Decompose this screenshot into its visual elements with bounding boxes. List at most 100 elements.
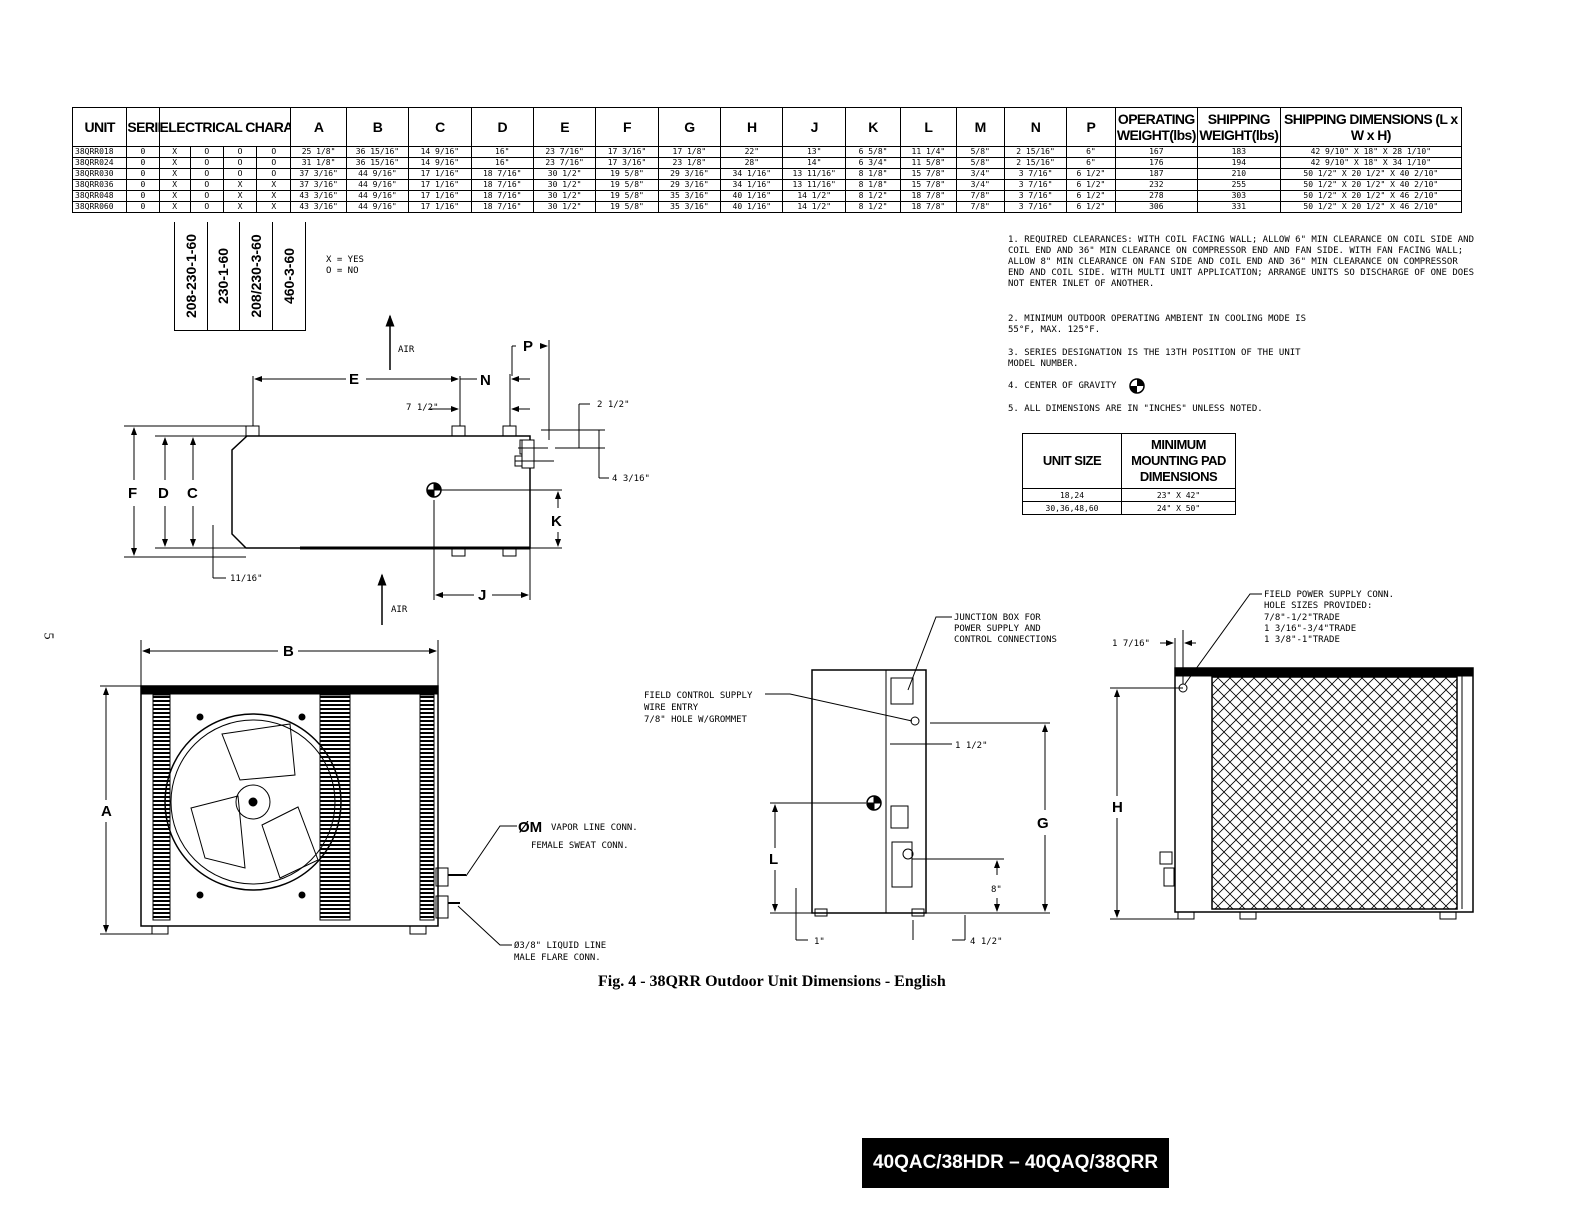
col-header: C bbox=[408, 107, 472, 147]
dim-letter: A bbox=[101, 803, 112, 820]
note-5: 5. ALL DIMENSIONS ARE IN "INCHES" UNLESS… bbox=[1008, 404, 1263, 414]
field-power-label: 1 3/8"-1"TRADE bbox=[1264, 635, 1340, 645]
dim-label: 4 1/2" bbox=[970, 937, 1003, 947]
pad-dim-cell: 24" X 50" bbox=[1121, 501, 1236, 515]
side-view bbox=[765, 616, 1050, 941]
dim-letter: D bbox=[158, 485, 169, 502]
dim-letter: C bbox=[187, 485, 198, 502]
air-label: AIR bbox=[391, 605, 408, 615]
table-cell: 18 7/8" bbox=[900, 201, 957, 213]
electrical-option: 230-1-60 bbox=[207, 222, 240, 331]
dim-label: 2 1/2" bbox=[597, 400, 630, 410]
col-header: SHIPPING DIMENSIONS (L x W x H) bbox=[1279, 107, 1463, 147]
col-header: B bbox=[345, 107, 410, 147]
dim-letter: L bbox=[769, 851, 778, 868]
col-header: A bbox=[290, 107, 347, 147]
note-2: 2. MINIMUM OUTDOOR OPERATING AMBIENT IN … bbox=[1008, 314, 1307, 335]
table-cell: 30 1/2" bbox=[532, 201, 597, 213]
table-cell: 8 1/2" bbox=[844, 201, 902, 213]
vapor-line-label: VAPOR LINE CONN. bbox=[551, 823, 638, 833]
dim-letter: ØM bbox=[518, 819, 542, 836]
table-cell: 306 bbox=[1114, 201, 1199, 213]
dim-letter: J bbox=[478, 587, 486, 604]
field-power-label: 7/8"-1/2"TRADE bbox=[1264, 613, 1340, 623]
table-cell: 7/8" bbox=[955, 201, 1005, 213]
note-3: 3. SERIES DESIGNATION IS THE 13TH POSITI… bbox=[1008, 348, 1301, 369]
table-cell: 19 5/8" bbox=[595, 201, 659, 213]
dim-letter: B bbox=[283, 643, 294, 660]
dim-label: 8" bbox=[991, 885, 1002, 895]
table-cell: 50 1/2" X 20 1/2" X 46 2/10" bbox=[1279, 201, 1463, 213]
table-cell: 38QRR060 bbox=[71, 201, 128, 213]
col-header: SHIPPING WEIGHT(lbs) bbox=[1197, 107, 1281, 147]
mounting-pad-table: UNIT SIZE MINIMUM MOUNTING PAD DIMENSION… bbox=[1022, 433, 1236, 515]
table-cell: 6 1/2" bbox=[1066, 201, 1116, 213]
table-cell: X bbox=[256, 179, 292, 191]
col-header: P bbox=[1066, 107, 1116, 147]
dim-label: 7 1/2" bbox=[406, 403, 439, 413]
table-cell: 3 7/16" bbox=[1003, 201, 1068, 213]
table-header-row: UNIT SERIES ELECTRICAL CHARACTERISTICS A… bbox=[71, 107, 1463, 147]
rear-view bbox=[1110, 593, 1474, 920]
dim-label: 1 1/2" bbox=[955, 741, 988, 751]
note-4: 4. CENTER OF GRAVITY bbox=[1008, 381, 1117, 391]
liquid-line-label: MALE FLARE CONN. bbox=[514, 953, 601, 963]
figure-caption: Fig. 4 - 38QRR Outdoor Unit Dimensions -… bbox=[598, 973, 946, 990]
dim-letter: H bbox=[1112, 799, 1123, 816]
pad-header-unit: UNIT SIZE bbox=[1022, 433, 1122, 489]
table-cell: 6 1/2" bbox=[1066, 190, 1116, 202]
dim-letter: G bbox=[1037, 815, 1049, 832]
table-cell: 17 1/16" bbox=[408, 201, 472, 213]
dim-letter: K bbox=[551, 513, 562, 530]
table-cell: 0 bbox=[126, 201, 160, 213]
col-header: UNIT bbox=[71, 107, 128, 147]
electrical-option: 208-230-1-60 bbox=[174, 222, 208, 331]
col-header: H bbox=[720, 107, 784, 147]
field-control-label: WIRE ENTRY bbox=[644, 703, 699, 713]
col-header: N bbox=[1003, 107, 1068, 147]
top-view bbox=[124, 314, 609, 625]
dim-label: 1" bbox=[814, 937, 825, 947]
legend-no: O = NO bbox=[326, 266, 359, 276]
field-control-label: 7/8" HOLE W/GROMMET bbox=[644, 715, 748, 725]
pad-header-dims: MINIMUM MOUNTING PAD DIMENSIONS bbox=[1121, 433, 1236, 489]
junction-box-label: CONTROL CONNECTIONS bbox=[954, 635, 1057, 645]
dim-label: 11/16" bbox=[230, 574, 263, 584]
dim-letter: P bbox=[523, 338, 533, 355]
field-power-label: 1 3/16"-3/4"TRADE bbox=[1264, 624, 1356, 634]
col-header: F bbox=[595, 107, 659, 147]
page-number: 5 bbox=[40, 632, 56, 640]
col-header: E bbox=[532, 107, 597, 147]
field-control-label: FIELD CONTROL SUPPLY bbox=[644, 691, 753, 701]
dimensions-table: UNIT SERIES ELECTRICAL CHARACTERISTICS A… bbox=[71, 107, 1463, 213]
electrical-option: 208/230-3-60 bbox=[240, 222, 273, 331]
junction-box-label: POWER SUPPLY AND bbox=[954, 624, 1041, 634]
table-cell: X bbox=[222, 201, 258, 213]
dim-letter: N bbox=[480, 372, 491, 389]
col-header: L bbox=[900, 107, 957, 147]
dim-label: 1 7/16" bbox=[1112, 639, 1150, 649]
junction-box-label: JUNCTION BOX FOR bbox=[954, 613, 1041, 623]
field-power-label: FIELD POWER SUPPLY CONN. bbox=[1264, 590, 1394, 600]
electrical-option: 460-3-60 bbox=[273, 222, 306, 331]
table-row: 30,36,48,60 24" X 50" bbox=[1022, 501, 1236, 515]
pad-unit-cell: 30,36,48,60 bbox=[1022, 501, 1122, 515]
vapor-line-label: FEMALE SWEAT CONN. bbox=[531, 841, 629, 851]
col-header: D bbox=[470, 107, 534, 147]
liquid-line-label: Ø3/8" LIQUID LINE bbox=[514, 940, 606, 951]
front-view bbox=[100, 640, 517, 946]
note-1: 1. REQUIRED CLEARANCES: WITH COIL FACING… bbox=[1008, 235, 1474, 289]
dim-label: 4 3/16" bbox=[612, 474, 650, 484]
footer-banner: 40QAC/38HDR – 40QAQ/38QRR bbox=[862, 1138, 1169, 1188]
legend-yes: X = YES bbox=[326, 255, 364, 265]
dim-letter: F bbox=[128, 485, 137, 502]
col-header: SERIES bbox=[126, 107, 160, 147]
air-label: AIR bbox=[398, 345, 415, 355]
dim-letter: E bbox=[349, 371, 359, 388]
table-cell: X bbox=[256, 201, 292, 213]
table-cell: 14 1/2" bbox=[782, 201, 846, 213]
